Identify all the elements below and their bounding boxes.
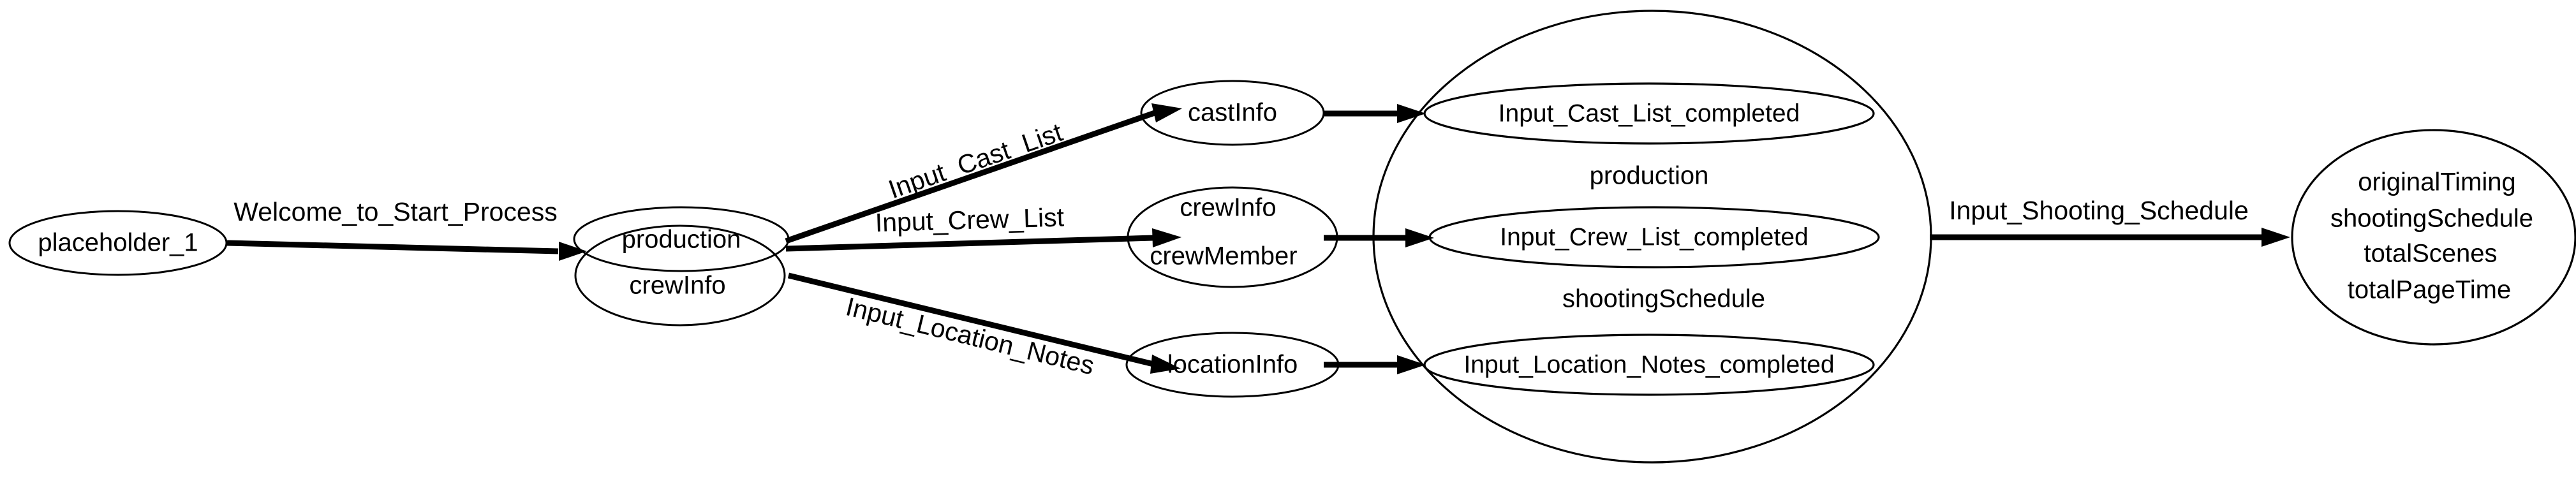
node-placeholder-1[interactable]: placeholder_1 [8,210,228,276]
node-shape-ellipse [1428,206,1880,268]
edge-line [785,110,1156,244]
node-shape-ellipse [1140,80,1325,146]
node-input-location-notes-completed[interactable]: Input_Location_Notes_completed [1423,334,1875,396]
node-input-crew-list-completed[interactable]: Input_Crew_List_completed [1428,206,1880,268]
edge-line [785,235,1154,252]
cluster-circle-completed [1372,10,1932,464]
node-label-crewinfo: crewInfo [1180,194,1276,222]
edge-label-input-location-notes: Input_Location_Notes [843,291,1097,380]
arrowhead-icon [559,242,587,261]
arrowhead-icon [1397,104,1426,123]
edge-crewinfo-to-crew-completed[interactable] [1324,228,1434,247]
node-shape-ellipse-production [573,206,790,272]
node-label-location-completed: Input_Location_Notes_completed [1463,351,1834,378]
node-production-crewinfo[interactable]: production crewInfo [573,206,790,327]
node-label-locationinfo: locationInfo [1167,351,1298,379]
node-label-placeholder-1: placeholder_1 [38,229,198,257]
node-castinfo[interactable]: castInfo [1140,80,1325,146]
edge-label-welcome-to-start-process: Welcome_to_Start_Process [233,197,557,226]
cluster-label-production: production [1590,162,1709,190]
node-shape-ellipse [1127,186,1338,288]
node-shape-ellipse [1125,332,1340,398]
arrowhead-icon [2261,228,2290,247]
edge-label-input-shooting-schedule: Input_Shooting_Schedule [1949,196,2249,225]
node-label-castinfo: castInfo [1188,99,1277,127]
node-shape-ellipse [1423,334,1875,396]
edge-welcome-to-start-process[interactable] [226,240,587,261]
edge-castinfo-to-cast-completed[interactable] [1324,104,1426,123]
arrowhead-icon [1405,228,1434,247]
cluster-label-shooting-schedule: shootingSchedule [1562,285,1765,313]
edge-line [787,272,1155,367]
node-label-total-scenes: totalScenes [2364,240,2497,268]
node-label-shooting-schedule: shootingSchedule [2330,205,2533,233]
node-label-original-timing: originalTiming [2358,168,2516,196]
node-shape-ellipse-crewinfo [574,224,786,327]
node-label-crewmember: crewMember [1150,242,1297,270]
node-crewinfo-crewmember[interactable]: crewInfo crewMember [1127,186,1338,288]
edge-input-crew-list[interactable] [785,228,1181,252]
arrowhead-icon [1151,103,1182,122]
edge-locationinfo-to-location-completed[interactable] [1324,355,1426,374]
node-shape-ellipse [8,210,228,276]
edge-input-cast-list[interactable] [785,103,1182,244]
node-shape-ellipse [2291,129,2576,346]
node-label-crewinfo: crewInfo [629,272,725,300]
node-label-crew-completed: Input_Crew_List_completed [1500,223,1808,251]
arrowhead-icon [1397,355,1426,374]
node-final-state[interactable]: originalTiming shootingSchedule totalSce… [2291,129,2576,346]
edge-label-input-cast-list: Input_Cast_List [885,117,1067,204]
arrowhead-icon [1152,228,1181,247]
node-label-total-page-time: totalPageTime [2348,276,2511,304]
edge-line [226,240,559,254]
edge-label-input-crew-list: Input_Crew_List [875,202,1065,237]
node-label-cast-completed: Input_Cast_List_completed [1499,99,1800,127]
node-shape-ellipse [1423,82,1875,145]
node-label-production: production [622,226,741,254]
edge-input-location-notes[interactable] [787,272,1181,374]
arrowhead-icon [1150,355,1181,374]
node-locationinfo[interactable]: locationInfo [1125,332,1340,398]
edge-input-shooting-schedule[interactable] [1930,228,2290,247]
node-input-cast-list-completed[interactable]: Input_Cast_List_completed [1423,82,1875,145]
